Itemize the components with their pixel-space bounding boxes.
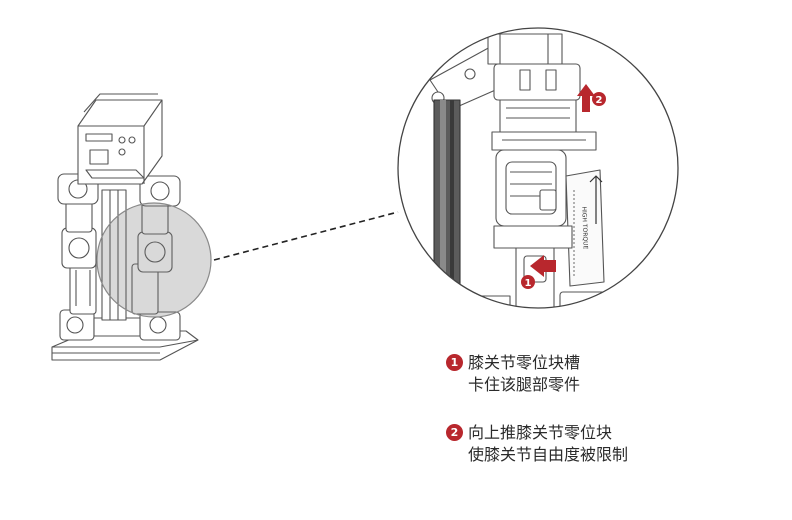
step-2-line-2: 使膝关节自由度被限制 [468,445,629,464]
high-torque-label: HIGH TORQUE [580,206,588,249]
push-up-arrow-icon [577,84,595,112]
step-1-note: 1 膝关节零位块槽 卡住该腿部零件 [446,352,580,396]
slot-arrow-icon [530,255,556,277]
step-2-line-1: 向上推膝关节零位块 [468,423,613,442]
step-2-number: 2 [446,424,463,441]
step-1-line-2: 卡住该腿部零件 [468,375,581,394]
marker-2: 2 [592,92,606,106]
marker-1: 1 [521,275,535,289]
marker-1-number: 1 [525,278,532,289]
marker-2-number: 2 [596,95,603,106]
step-1-line-1: 膝关节零位块槽 [468,353,581,372]
leader-line [213,211,399,261]
step-2-note: 2 向上推膝关节零位块 使膝关节自由度被限制 [446,422,628,466]
step-1-number: 1 [446,354,463,371]
detail-view [397,27,679,309]
robot-assembly [51,93,199,361]
magnifier-small [96,202,212,318]
